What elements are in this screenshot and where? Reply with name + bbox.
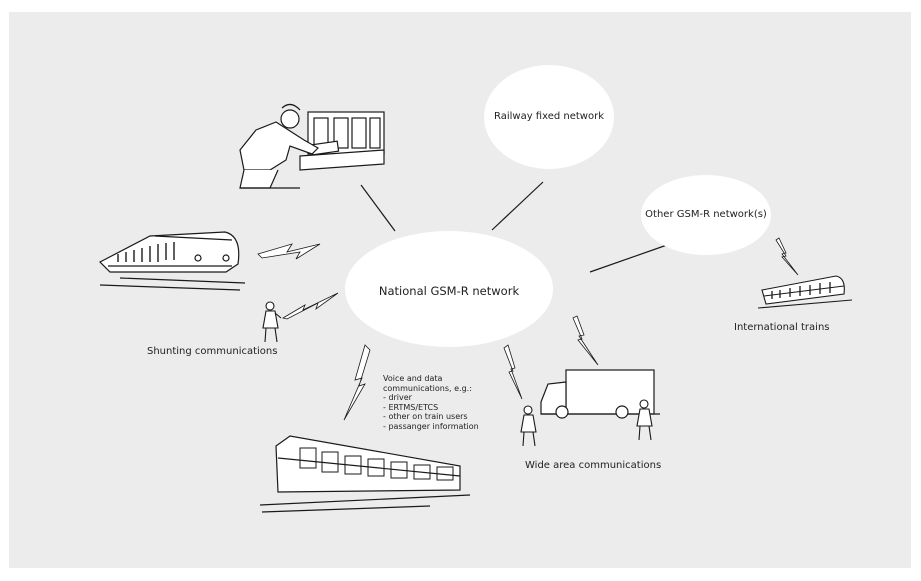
dispatcher-at-console-icon [239, 103, 385, 189]
link-other-networks [589, 244, 668, 273]
radio-link-lightning-icon [572, 315, 599, 366]
national-network-ellipse [345, 231, 553, 347]
voice-data-item: driver [383, 393, 479, 403]
truck-icon [540, 369, 660, 419]
voice-data-list: driver ERTMS/ETCS other on train users p… [383, 393, 479, 432]
radio-link-lightning-icon [257, 243, 321, 260]
voice-data-description: Voice and data communications, e.g.: dri… [383, 374, 479, 432]
person-with-radio-icon [636, 399, 653, 441]
voice-data-item: other on train users [383, 412, 479, 422]
fixed-network-label: Railway fixed network [493, 111, 605, 122]
international-trains-label: International trains [734, 322, 830, 333]
voice-data-heading-line2: communications, e.g.: [383, 383, 472, 393]
voice-data-item: passanger information [383, 422, 478, 432]
fixed-network-ellipse [484, 65, 614, 169]
shunting-communications-label: Shunting communications [147, 346, 278, 357]
high-speed-train-icon [98, 231, 246, 291]
person-with-radio-icon [262, 301, 282, 343]
radio-link-lightning-icon [775, 237, 799, 276]
other-networks-label: Other GSM-R network(s) [645, 209, 767, 220]
wide-area-communications-label: Wide area communications [525, 460, 662, 471]
international-train-icon [757, 275, 853, 309]
voice-data-item: ERTMS/ETCS [383, 403, 479, 413]
national-network-label: National GSM-R network [378, 284, 520, 298]
voice-data-heading-line1: Voice and data [383, 374, 443, 383]
person-with-radio-icon [520, 405, 537, 447]
radio-link-lightning-icon [343, 344, 371, 421]
radio-link-lightning-icon [503, 344, 523, 400]
commuter-train-icon [259, 435, 471, 513]
other-networks-ellipse [641, 175, 771, 255]
radio-link-lightning-icon [281, 292, 339, 320]
link-dispatcher [360, 184, 396, 232]
link-fixed-network [491, 181, 544, 231]
